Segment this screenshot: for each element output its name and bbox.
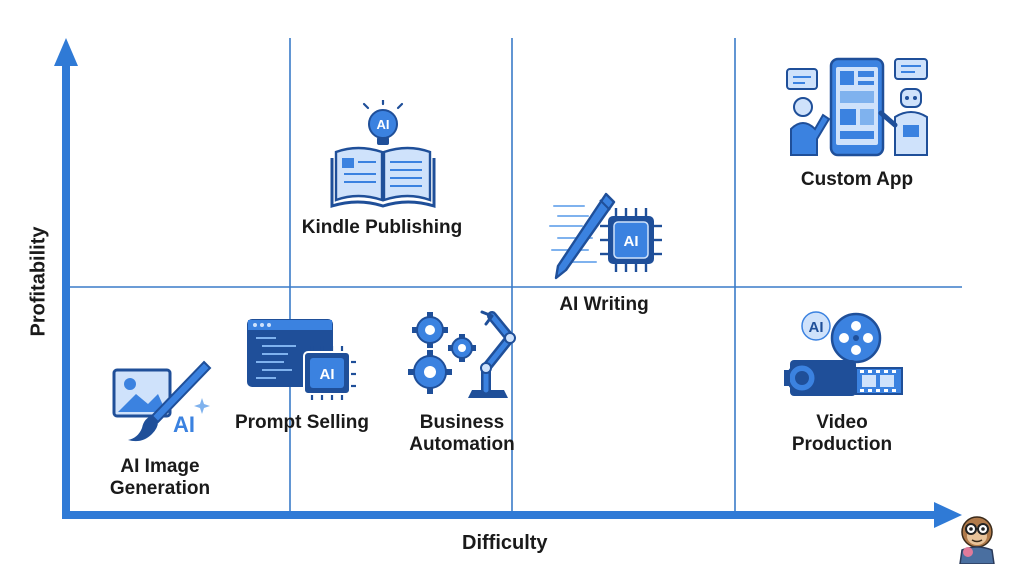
pen-chip-icon: AI [549,192,662,280]
label-kindle-publishing: Kindle Publishing [301,217,463,238]
y-axis-title: Profitability [27,226,50,337]
camera-film-reel-icon: AI [784,311,903,396]
label-ai-image-generation: AI Image Generation [92,456,228,500]
label-ai-image-generation-line1: AI Image [120,456,200,477]
x-axis-line [62,511,940,519]
label-business-automation-line1: Business [419,412,505,433]
x-axis-title: Difficulty [462,532,548,554]
code-chip-ai-text: AI [320,366,335,383]
label-video-production-line1: Video [816,412,868,433]
x-axis-arrowhead [934,502,962,528]
monkey-avatar-icon [959,516,995,564]
label-custom-app: Custom App [800,169,914,190]
label-ai-writing: AI Writing [559,294,649,315]
label-prompt-selling: Prompt Selling [234,412,370,433]
book-lightbulb-icon: AI [330,100,436,209]
book-bulb-ai-text: AI [377,117,390,132]
label-ai-image-generation-line2: Generation [109,478,211,499]
video-ai-text: AI [809,319,824,336]
image-ai-text: AI [173,412,195,437]
label-video-production-line2: Production [791,434,893,455]
label-video-production: Video Production [774,412,910,456]
code-window-chip-icon: AI [247,319,356,400]
y-axis-line [62,58,70,518]
picture-brush-icon: AI [112,360,212,442]
gears-robot-arm-icon [408,310,516,398]
phone-robot-person-icon [786,57,928,157]
label-business-automation: Business Automation [396,412,528,456]
label-business-automation-line2: Automation [409,434,515,455]
y-axis-arrowhead [54,38,78,66]
pen-chip-ai-text: AI [624,233,639,250]
